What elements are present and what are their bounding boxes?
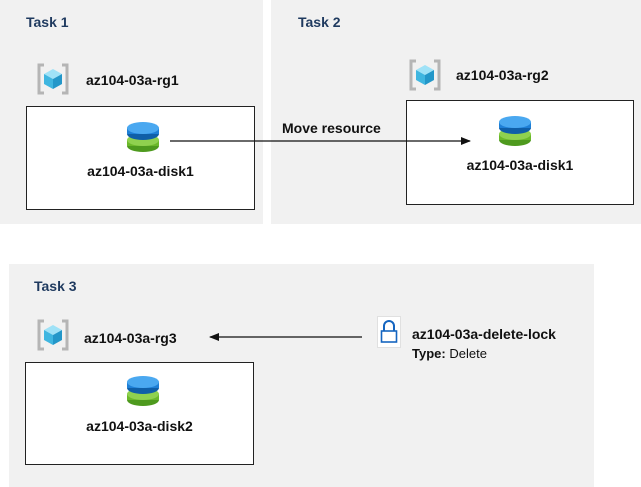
task2-resource-group-label: az104-03a-rg2: [456, 67, 549, 83]
resource-group-icon: [37, 319, 69, 351]
managed-disk-icon: [127, 376, 159, 406]
task3-title: Task 3: [34, 278, 77, 294]
task3-disk-label: az104-03a-disk2: [86, 418, 193, 434]
task3-resource-group-label: az104-03a-rg3: [84, 330, 177, 346]
lock-type-value: Delete: [449, 346, 487, 361]
task1-disk-label: az104-03a-disk1: [87, 163, 194, 179]
lock-name-label: az104-03a-delete-lock: [412, 326, 556, 342]
lock-type-text: Type: Delete: [412, 346, 487, 361]
resource-group-icon: [37, 63, 69, 95]
task2-disk-label: az104-03a-disk1: [466, 157, 574, 173]
move-resource-label: Move resource: [282, 120, 381, 136]
managed-disk-icon: [499, 116, 531, 146]
managed-disk-icon: [127, 122, 159, 152]
resource-group-icon: [409, 59, 441, 91]
lock-type-label: Type:: [412, 346, 446, 361]
task1-resource-group-label: az104-03a-rg1: [86, 72, 179, 88]
task1-title: Task 1: [26, 14, 69, 30]
task2-title: Task 2: [298, 14, 341, 30]
lock-icon: [377, 316, 401, 348]
